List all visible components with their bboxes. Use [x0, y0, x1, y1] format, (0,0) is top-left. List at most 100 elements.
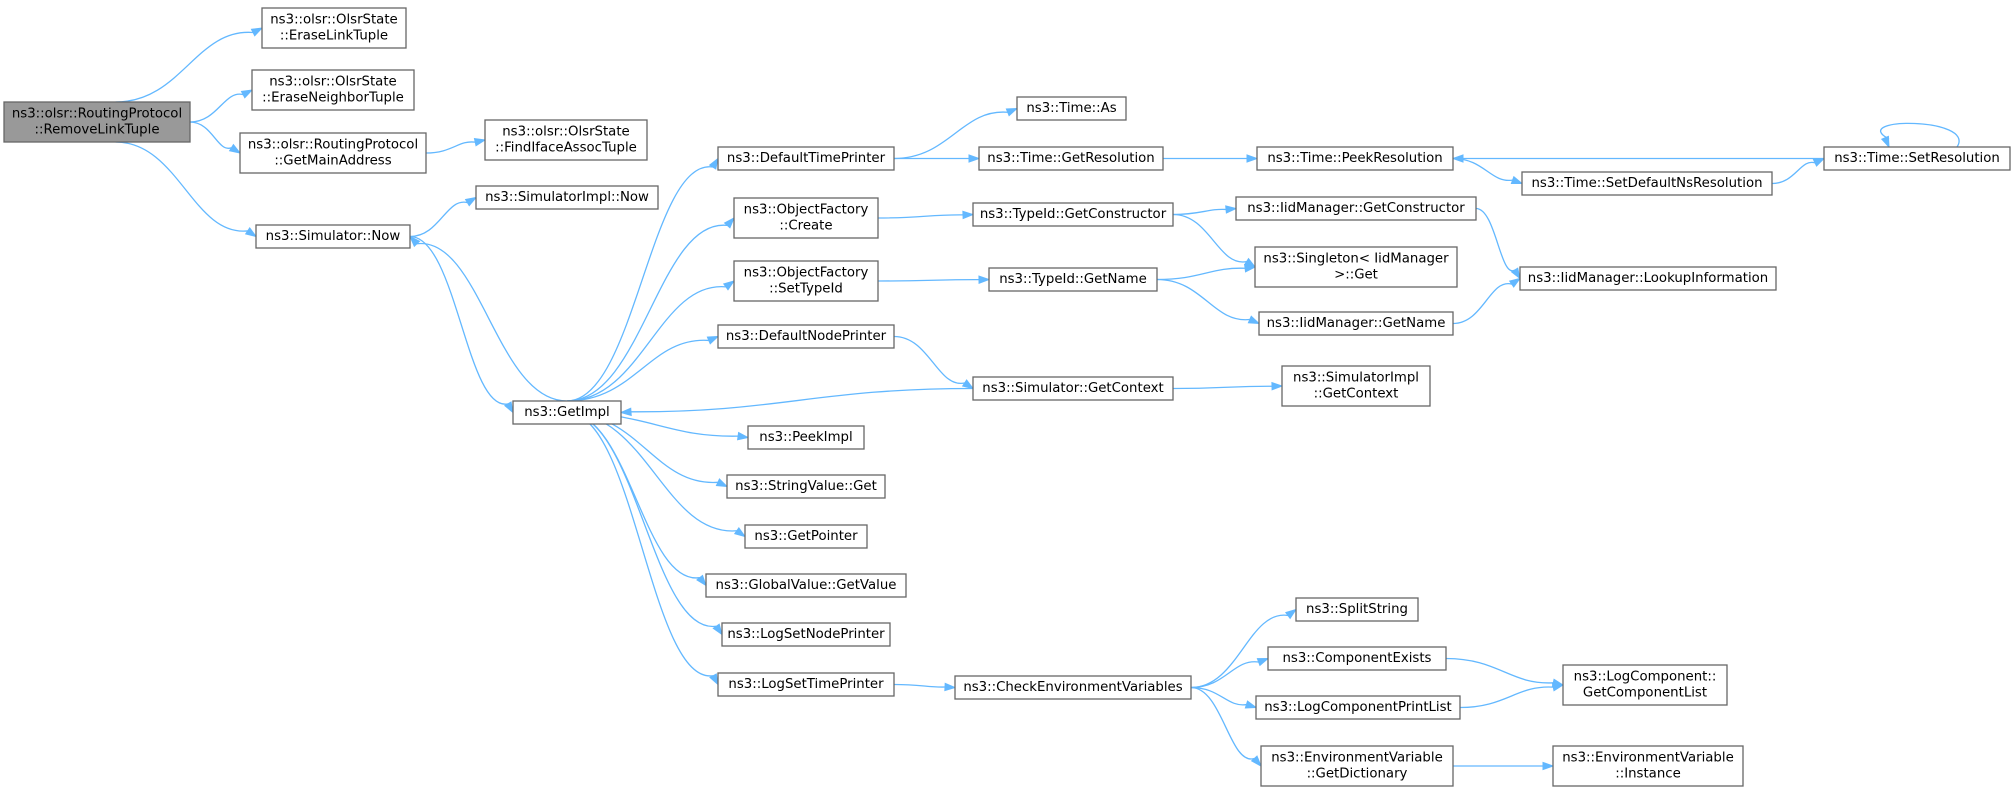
- graph-edge: [409, 235, 514, 414]
- graph-node[interactable]: ns3::SimulatorImpl::GetContext: [1281, 365, 1431, 407]
- edge-arrowhead: [503, 401, 514, 414]
- node-box: [744, 524, 868, 549]
- node-box: [1016, 96, 1127, 121]
- graph-node[interactable]: ns3::Time::GetResolution: [978, 146, 1164, 171]
- graph-node[interactable]: ns3::PeekImpl: [747, 425, 865, 450]
- edge-arrowhead: [250, 27, 264, 37]
- graph-node[interactable]: ns3::DefaultTimePrinter: [717, 146, 895, 171]
- graph-node[interactable]: ns3::ObjectFactory::Create: [733, 197, 879, 239]
- graph-edge: [1190, 657, 1270, 689]
- node-label: ::GetDictionary: [1307, 767, 1408, 782]
- node-label: ns3::ComponentExists: [1282, 651, 1431, 666]
- node-label: ns3::TypeId::GetName: [999, 272, 1147, 287]
- graph-node[interactable]: ns3::ComponentExists: [1267, 646, 1447, 671]
- graph-node[interactable]: ns3::LogSetNodePrinter: [721, 622, 891, 647]
- graph-node[interactable]: ns3::GetPointer: [744, 524, 868, 549]
- node-box: [1256, 146, 1454, 171]
- node-box: [484, 119, 648, 161]
- graph-node[interactable]: ns3::CheckEnvironmentVariables: [954, 675, 1192, 700]
- node-box: [721, 622, 891, 647]
- node-box: [1562, 664, 1728, 706]
- graph-edge: [566, 280, 736, 402]
- graph-node[interactable]: ns3::LogComponentPrintList: [1255, 695, 1461, 720]
- node-box: [726, 474, 886, 499]
- node-box: [988, 267, 1158, 292]
- node-box: [1255, 695, 1461, 720]
- edge-line: [1459, 686, 1554, 709]
- edge-line: [1452, 283, 1512, 325]
- graph-node[interactable]: ns3::olsr::RoutingProtocol::RemoveLinkTu…: [3, 101, 191, 143]
- graph-node[interactable]: ns3::Time::SetDefaultNsResolution: [1521, 171, 1773, 196]
- graph-node[interactable]: ns3::SplitString: [1295, 597, 1419, 622]
- graph-node[interactable]: ns3::olsr::OlsrState::EraseLinkTuple: [261, 7, 407, 49]
- edge-line: [115, 31, 254, 103]
- node-box: [475, 185, 659, 210]
- edge-arrowhead: [1244, 264, 1257, 273]
- graph-edge: [566, 411, 723, 636]
- edge-arrowhead: [464, 196, 478, 207]
- graph-node[interactable]: ns3::TypeId::GetName: [988, 267, 1158, 292]
- graph-edge: [1452, 277, 1522, 325]
- node-label: ns3::Time::PeekResolution: [1267, 151, 1442, 166]
- graph-node[interactable]: ns3::IidManager::GetName: [1258, 311, 1454, 336]
- node-box: [717, 146, 895, 171]
- graph-node[interactable]: ns3::olsr::RoutingProtocol::GetMainAddre…: [239, 132, 427, 174]
- node-label: ns3::TypeId::GetConstructor: [980, 207, 1167, 222]
- graph-node[interactable]: ns3::Simulator::Now: [255, 224, 411, 249]
- node-box: [512, 400, 622, 425]
- graph-node[interactable]: ns3::EnvironmentVariable::GetDictionary: [1260, 745, 1454, 787]
- node-label: ::FindIfaceAssocTuple: [495, 141, 637, 156]
- graph-edge: [1156, 278, 1261, 325]
- graph-node[interactable]: ns3::Time::As: [1016, 96, 1127, 121]
- edge-line: [566, 411, 737, 532]
- graph-node[interactable]: ns3::olsr::OlsrState::FindIfaceAssocTupl…: [484, 119, 648, 161]
- graph-node[interactable]: ns3::Time::SetResolution: [1823, 146, 2011, 171]
- edge-arrowhead: [244, 227, 258, 238]
- edge-arrowhead: [968, 154, 981, 163]
- node-box: [733, 197, 879, 239]
- edge-arrowhead: [240, 89, 254, 99]
- node-label: ::GetContext: [1314, 387, 1399, 402]
- node-label: GetComponentList: [1583, 686, 1707, 701]
- graph-node[interactable]: ns3::IidManager::LookupInformation: [1519, 266, 1777, 291]
- node-box: [1295, 597, 1419, 622]
- node-label: ns3::IidManager::LookupInformation: [1528, 271, 1768, 286]
- node-label: ns3::ObjectFactory: [744, 266, 869, 281]
- graph-node[interactable]: ns3::olsr::OlsrState::EraseNeighborTuple: [251, 69, 415, 111]
- graph-node[interactable]: ns3::EnvironmentVariable::Instance: [1552, 745, 1744, 787]
- graph-node[interactable]: ns3::Singleton< IidManager >::Get: [1254, 246, 1458, 288]
- edge-line: [189, 121, 232, 149]
- graph-edge: [1190, 608, 1298, 689]
- node-label: ns3::PeekImpl: [759, 430, 852, 445]
- graph-node[interactable]: ns3::StringValue::Get: [726, 474, 886, 499]
- graph-edge: [619, 387, 974, 417]
- node-label: ns3::ObjectFactory: [744, 203, 869, 218]
- graph-node[interactable]: ns3::GlobalValue::GetValue: [705, 573, 907, 598]
- graph-node[interactable]: ns3::DefaultNodePrinter: [717, 324, 895, 349]
- graph-node[interactable]: ns3::GetImpl: [512, 400, 622, 425]
- node-box: [261, 7, 407, 49]
- graph-node[interactable]: ns3::SimulatorImpl::Now: [475, 185, 659, 210]
- graph-node[interactable]: ns3::LogComponent::GetComponentList: [1562, 664, 1728, 706]
- node-box: [239, 132, 427, 174]
- graph-node[interactable]: ns3::Time::PeekResolution: [1256, 146, 1454, 171]
- edge-line: [566, 411, 714, 677]
- node-box: [251, 69, 415, 111]
- edge-arrowhead: [723, 216, 735, 229]
- graph-node[interactable]: ns3::TypeId::GetConstructor: [972, 202, 1174, 227]
- edge-arrowhead: [712, 623, 723, 636]
- edge-arrowhead: [709, 673, 719, 686]
- graph-node[interactable]: ns3::ObjectFactory::SetTypeId: [733, 260, 879, 302]
- edge-arrowhead: [737, 431, 750, 441]
- graph-edge: [1771, 157, 1826, 185]
- edge-line: [425, 141, 476, 154]
- edge-arrowhead: [962, 210, 975, 220]
- graph-node[interactable]: ns3::Simulator::GetContext: [972, 376, 1174, 401]
- graph-node[interactable]: ns3::IidManager::GetConstructor: [1235, 196, 1477, 221]
- edge-line: [409, 201, 468, 238]
- node-layer: ns3::olsr::RoutingProtocol::RemoveLinkTu…: [3, 7, 2011, 787]
- node-label: ns3::DefaultTimePrinter: [727, 151, 886, 166]
- graph-node[interactable]: ns3::LogSetTimePrinter: [717, 672, 895, 697]
- node-label: ns3::Time::GetResolution: [987, 151, 1154, 166]
- node-box: [1258, 311, 1454, 336]
